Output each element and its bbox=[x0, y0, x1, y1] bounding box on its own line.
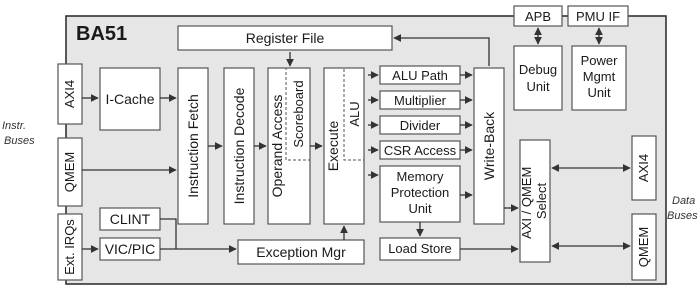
register-file-label: Register File bbox=[246, 30, 325, 46]
alu-path-label: ALU Path bbox=[392, 68, 448, 83]
power-mgmt-label-3: Unit bbox=[587, 85, 611, 100]
mpu-label-1: Memory bbox=[397, 169, 444, 184]
scoreboard-label: Scoreboard bbox=[291, 80, 306, 147]
instruction-fetch-stage bbox=[177, 67, 209, 225]
icache-label: I-Cache bbox=[105, 91, 154, 107]
axi-qmem-select-label-1: AXI / QMEM bbox=[519, 167, 534, 239]
write-back-stage bbox=[473, 67, 505, 225]
core-outline bbox=[65, 15, 667, 285]
qmem-port-right bbox=[631, 213, 657, 281]
instruction-decode-stage bbox=[223, 67, 255, 225]
debug-unit-block bbox=[513, 45, 563, 111]
instruction-decode-label: Instruction Decode bbox=[231, 87, 247, 204]
qmem-port-left-label: QMEM bbox=[62, 152, 77, 192]
operand-access-label: Operand Access bbox=[269, 95, 285, 198]
vic-pic-label: VIC/PIC bbox=[105, 241, 156, 257]
qmem-port-right-label: QMEM bbox=[636, 227, 651, 267]
axi4-port-left bbox=[57, 63, 83, 125]
ext-irqs-port-label: Ext. IRQs bbox=[62, 219, 77, 275]
alu-label: ALU bbox=[347, 101, 362, 126]
load-store-label: Load Store bbox=[388, 241, 452, 256]
axi4-port-left-label: AXI4 bbox=[62, 80, 77, 108]
debug-unit-label-1: Debug bbox=[519, 62, 557, 77]
ext-irqs-port bbox=[57, 213, 83, 281]
csr-access-label: CSR Access bbox=[384, 143, 457, 158]
alu-block bbox=[343, 67, 365, 161]
instr-buses-label-1: Instr. bbox=[2, 120, 26, 132]
operand-access-stage bbox=[267, 67, 311, 225]
qmem-port-left bbox=[57, 137, 83, 207]
instr-buses-label-2: Buses bbox=[4, 135, 35, 147]
axi-qmem-select-text: AXI / QMEM Select bbox=[519, 163, 549, 239]
connection-arrows bbox=[82, 27, 631, 253]
scoreboard-block bbox=[285, 67, 311, 161]
debug-unit-label-2: Unit bbox=[526, 79, 550, 94]
core-title: BA51 bbox=[76, 23, 127, 45]
write-back-label: Write-Back bbox=[481, 111, 497, 180]
power-mgmt-unit-block bbox=[571, 45, 627, 111]
apb-label: APB bbox=[525, 9, 551, 24]
data-buses-label-2: Buses bbox=[667, 210, 698, 222]
pmu-if-label: PMU IF bbox=[576, 9, 620, 24]
instruction-fetch-label: Instruction Fetch bbox=[185, 94, 201, 198]
arrow-wb-to-regfile bbox=[393, 34, 490, 66]
icache-block bbox=[99, 67, 161, 131]
line-clint-to-exception bbox=[160, 218, 177, 249]
clint-label: CLINT bbox=[110, 211, 151, 227]
axi-qmem-select-block bbox=[519, 139, 551, 263]
divider-label: Divider bbox=[400, 118, 441, 133]
axi4-port-right-label: AXI4 bbox=[636, 154, 651, 182]
axi-qmem-select-label-2: Select bbox=[534, 183, 549, 220]
power-mgmt-label-2: Mgmt bbox=[583, 69, 616, 84]
mpu-label-2: Protection bbox=[391, 185, 450, 200]
exception-mgr-block bbox=[237, 239, 365, 265]
execute-label: Execute bbox=[325, 120, 341, 171]
mpu-label-3: Unit bbox=[408, 201, 432, 216]
apb-port bbox=[513, 5, 563, 27]
axi4-port-right bbox=[631, 135, 657, 201]
register-file-block bbox=[177, 25, 393, 51]
data-buses-label-1: Data bbox=[672, 195, 695, 207]
multiplier-label: Multiplier bbox=[394, 93, 447, 108]
power-mgmt-label-1: Power bbox=[581, 53, 619, 68]
exception-mgr-label: Exception Mgr bbox=[256, 244, 346, 260]
pmu-if-port bbox=[567, 5, 629, 27]
